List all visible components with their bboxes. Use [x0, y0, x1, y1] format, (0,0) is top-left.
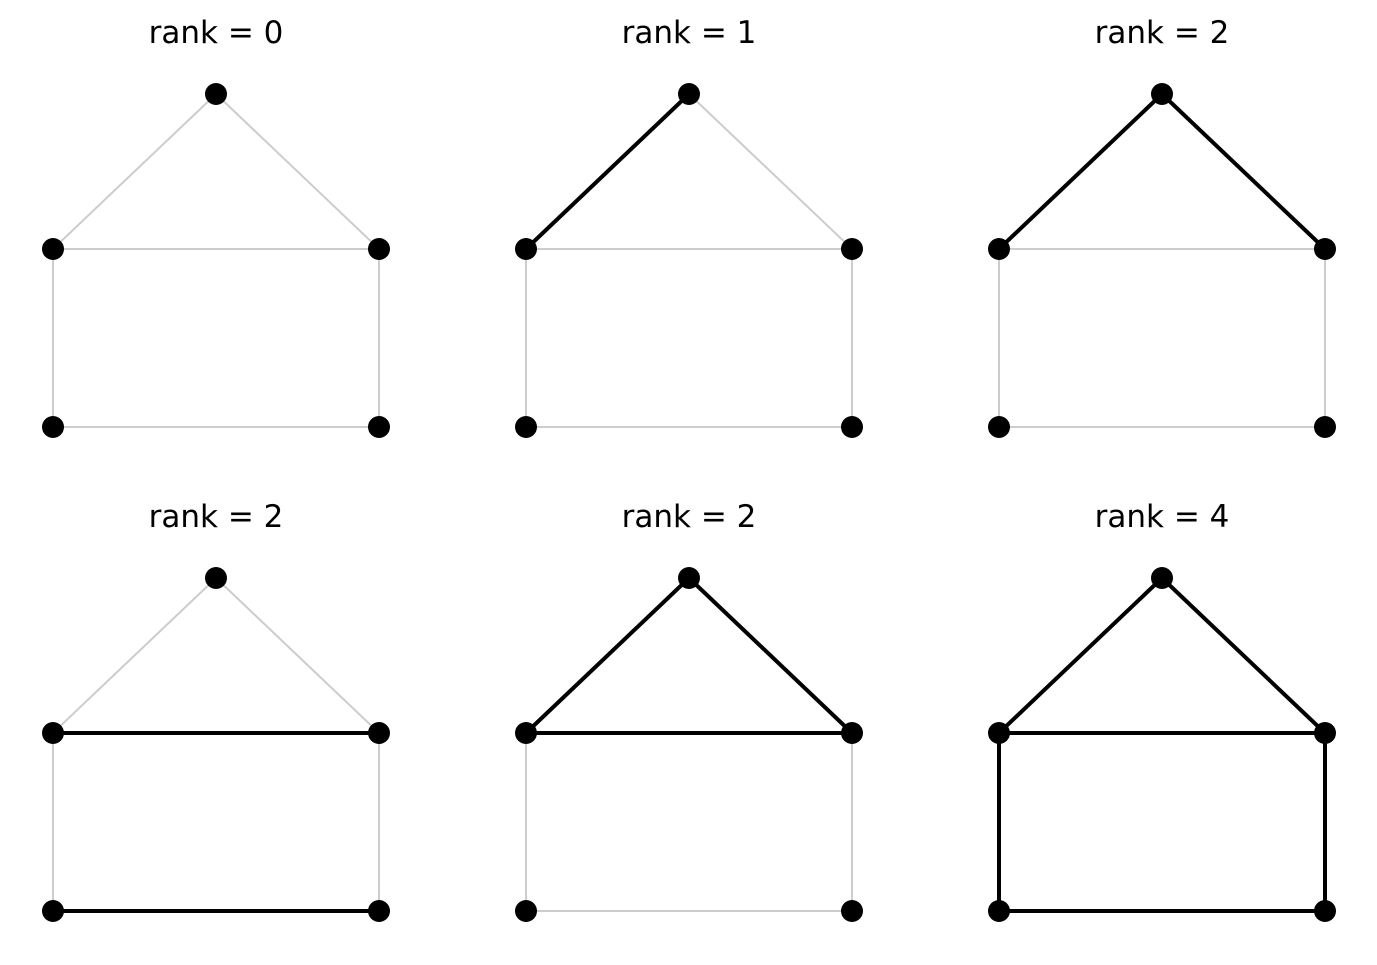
inactive-edge: [214, 92, 381, 251]
inactive-edge: [51, 92, 218, 251]
node-mid-left: [42, 238, 64, 260]
node-top: [1151, 83, 1173, 105]
inactive-edge: [214, 576, 381, 735]
node-top: [205, 83, 227, 105]
node-bottom-left: [515, 416, 537, 438]
node-mid-left: [988, 238, 1010, 260]
panel-title: rank = 2: [622, 499, 757, 535]
inactive-edge: [687, 92, 854, 251]
graph-nodes: [988, 567, 1336, 922]
node-mid-right: [841, 722, 863, 744]
node-bottom-left: [988, 416, 1010, 438]
highlighted-edge: [996, 575, 1165, 736]
node-top: [1151, 567, 1173, 589]
highlighted-edge: [1159, 575, 1328, 736]
node-bottom-right: [841, 416, 863, 438]
panel-rank-3: rank = 2: [42, 499, 390, 922]
panel-title: rank = 1: [622, 15, 757, 51]
node-mid-left: [988, 722, 1010, 744]
inactive-edge: [51, 576, 218, 735]
graph-nodes: [42, 83, 390, 438]
node-mid-left: [515, 238, 537, 260]
panel-title: rank = 2: [1095, 15, 1230, 51]
node-mid-right: [841, 238, 863, 260]
graph-nodes: [988, 83, 1336, 438]
node-bottom-right: [368, 416, 390, 438]
graph-edges: [996, 91, 1328, 428]
panel-rank-1: rank = 1: [515, 15, 863, 438]
highlighted-edge: [1159, 91, 1328, 252]
panel-title: rank = 2: [149, 499, 284, 535]
panel-rank-2: rank = 2: [988, 15, 1336, 438]
graph-nodes: [42, 567, 390, 922]
node-bottom-left: [42, 416, 64, 438]
node-mid-right: [1314, 238, 1336, 260]
node-bottom-right: [368, 900, 390, 922]
node-bottom-right: [1314, 416, 1336, 438]
highlighted-edge: [523, 575, 692, 736]
panel-rank-4: rank = 2: [515, 499, 863, 922]
node-mid-right: [1314, 722, 1336, 744]
highlighted-edge: [686, 575, 855, 736]
node-bottom-left: [515, 900, 537, 922]
node-bottom-left: [988, 900, 1010, 922]
highlighted-edge: [996, 91, 1165, 252]
graph-edges: [51, 92, 381, 428]
node-top: [678, 83, 700, 105]
node-top: [205, 567, 227, 589]
node-mid-left: [42, 722, 64, 744]
node-bottom-right: [1314, 900, 1336, 922]
panel-title: rank = 4: [1095, 499, 1230, 535]
node-mid-right: [368, 238, 390, 260]
highlighted-edge: [523, 91, 692, 252]
graph-nodes: [515, 567, 863, 922]
graph-edges: [523, 91, 854, 428]
panel-rank-5: rank = 4: [988, 499, 1336, 922]
node-bottom-left: [42, 900, 64, 922]
panel-rank-0: rank = 0: [42, 15, 390, 438]
node-top: [678, 567, 700, 589]
node-bottom-right: [841, 900, 863, 922]
node-mid-left: [515, 722, 537, 744]
panel-title: rank = 0: [149, 15, 284, 51]
graph-edges: [51, 576, 381, 913]
node-mid-right: [368, 722, 390, 744]
graph-edges: [996, 575, 1328, 913]
graph-edges: [523, 575, 855, 912]
graph-nodes: [515, 83, 863, 438]
